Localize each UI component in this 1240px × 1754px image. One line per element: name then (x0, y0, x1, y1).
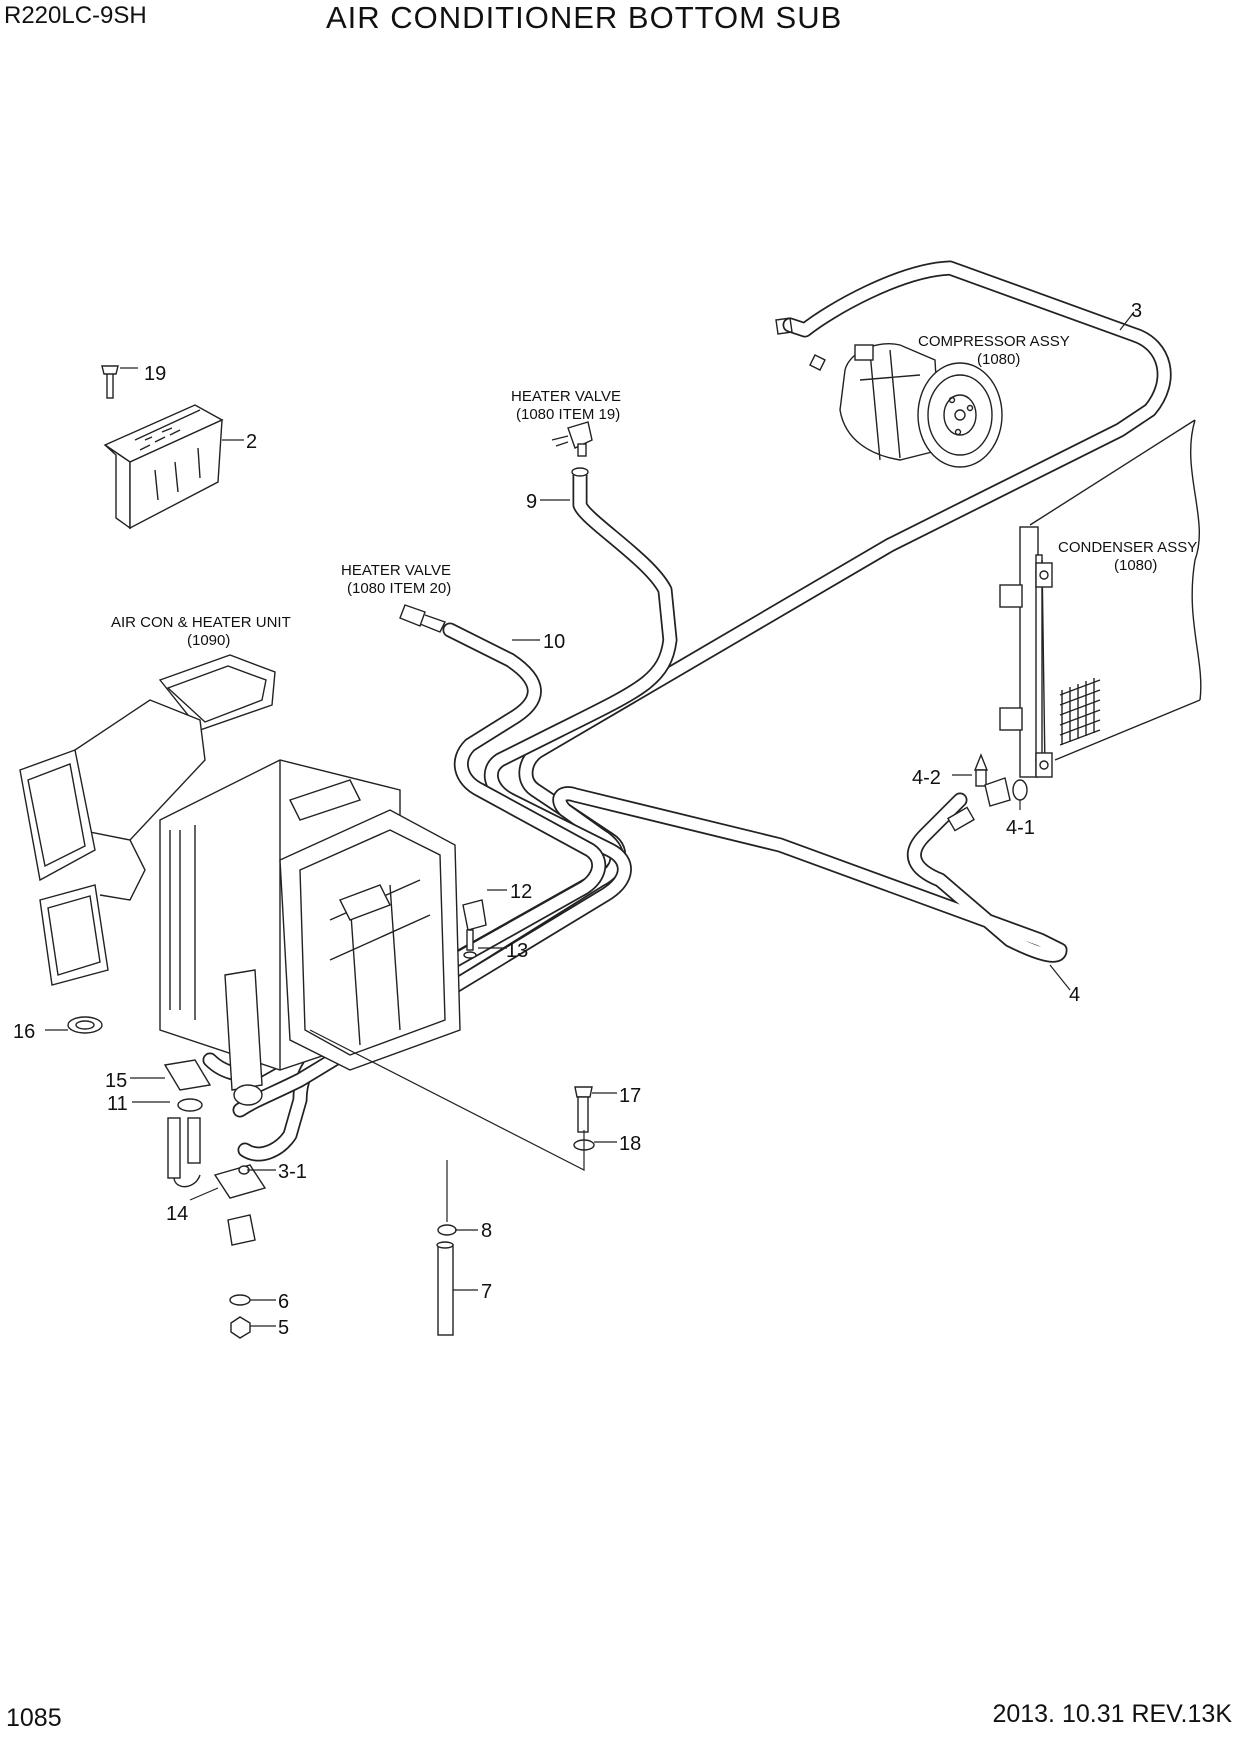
callout-4-1: 4-1 (1006, 817, 1035, 839)
heater-valve-19[interactable] (551, 421, 593, 457)
grommet-16[interactable] (67, 1016, 103, 1034)
label-heater-valve-20-ref: (1080 ITEM 20) (347, 580, 451, 597)
callout-3-1: 3-1 (278, 1161, 307, 1183)
label-heater-valve-20-name: HEATER VALVE (341, 562, 451, 579)
label-condenser-name: CONDENSER ASSY (1058, 539, 1197, 556)
heater-valve-20[interactable] (399, 604, 446, 633)
label-aircon-unit-ref: (1090) (187, 632, 230, 649)
callout-5: 5 (278, 1317, 289, 1339)
seal-15[interactable] (163, 1059, 212, 1091)
condenser-fins-icon (1059, 678, 1101, 746)
bolt-13[interactable] (463, 929, 477, 959)
callout-17: 17 (619, 1085, 641, 1107)
callout-4-2: 4-2 (912, 767, 941, 789)
label-compressor-name: COMPRESSOR ASSY (918, 333, 1070, 350)
bracket-12[interactable] (462, 899, 487, 931)
washer-6[interactable] (229, 1294, 251, 1306)
label-compressor-ref: (1080) (977, 351, 1020, 368)
label-heater-valve-19-ref: (1080 ITEM 19) (516, 406, 620, 423)
nut-5[interactable] (230, 1316, 251, 1339)
callout-7: 7 (481, 1281, 492, 1303)
condenser-assembly[interactable] (999, 419, 1202, 778)
page-title: AIR CONDITIONER BOTTOM SUB (326, 0, 843, 35)
callout-19: 19 (144, 363, 166, 385)
o-ring-4-1[interactable] (1012, 779, 1028, 801)
hose-4[interactable] (237, 786, 1068, 1162)
callout-2: 2 (246, 431, 257, 453)
callout-9: 9 (526, 491, 537, 513)
revision-date: 2013. 10.31 REV.13K (992, 1700, 1232, 1728)
callout-14: 14 (166, 1203, 188, 1225)
callout-15: 15 (105, 1070, 127, 1092)
callout-3: 3 (1131, 300, 1142, 322)
bolt-17[interactable] (574, 1086, 593, 1133)
callout-10: 10 (543, 631, 565, 653)
callout-13: 13 (506, 940, 528, 962)
block-fitting[interactable] (213, 1164, 267, 1339)
callout-6: 6 (278, 1291, 289, 1313)
control-panel[interactable] (101, 365, 224, 530)
callout-8: 8 (481, 1220, 492, 1242)
callout-4: 4 (1069, 984, 1080, 1006)
callout-11: 11 (107, 1093, 128, 1115)
label-condenser-ref: (1080) (1114, 557, 1157, 574)
hose-9[interactable] (232, 467, 678, 1118)
clamp-11[interactable] (177, 1098, 203, 1112)
compressor-assembly[interactable] (839, 343, 1003, 468)
model-number: R220LC-9SH (4, 2, 147, 29)
hose-14[interactable] (167, 1117, 181, 1179)
clamp-8[interactable] (437, 1224, 457, 1236)
callout-18: 18 (619, 1133, 641, 1155)
fitting-4-2[interactable] (973, 753, 989, 787)
callout-12: 12 (510, 881, 532, 903)
hose-7[interactable] (436, 1241, 454, 1336)
callout-16: 16 (13, 1021, 35, 1043)
page-number: 1085 (6, 1704, 62, 1732)
aircon-heater-unit[interactable] (19, 654, 461, 1188)
label-aircon-unit-name: AIR CON & HEATER UNIT (111, 614, 291, 631)
label-heater-valve-19-name: HEATER VALVE (511, 388, 621, 405)
